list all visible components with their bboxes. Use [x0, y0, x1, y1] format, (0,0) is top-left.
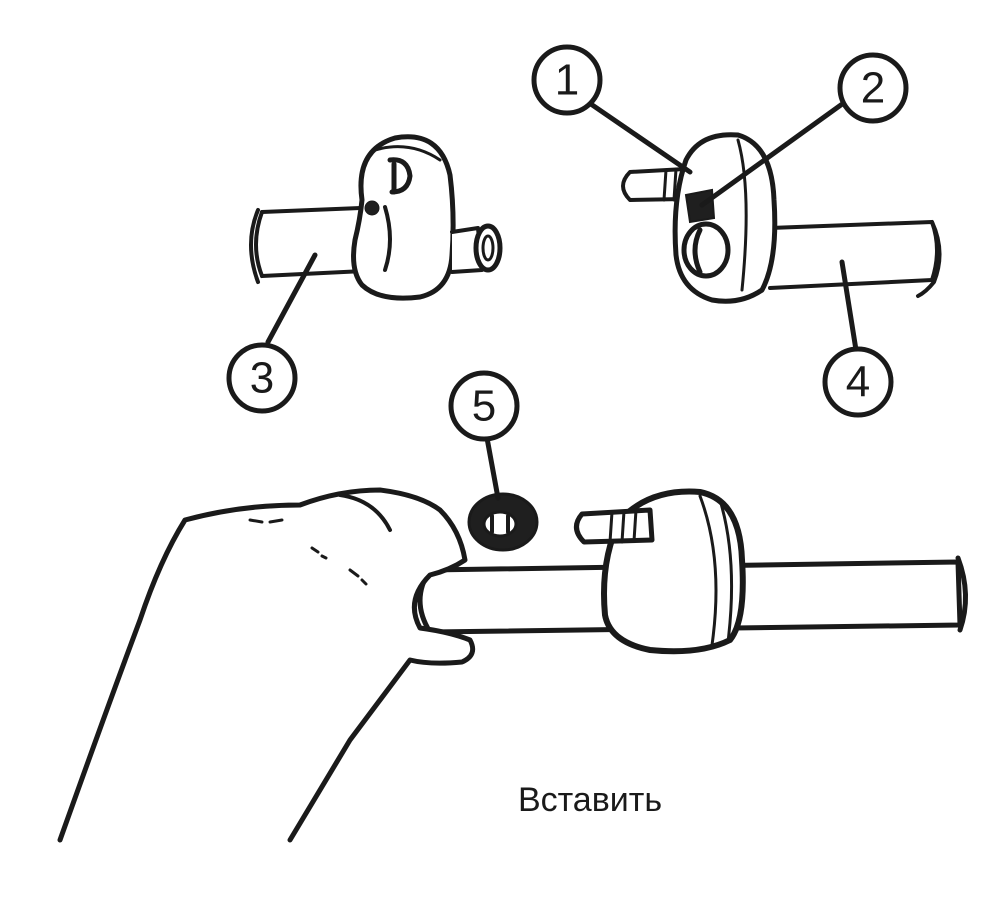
callout-1-label: 1	[555, 56, 579, 105]
callout-2: 2	[837, 52, 909, 124]
hand-insertion-scene	[57, 487, 969, 843]
callout-3-label: 3	[250, 354, 274, 403]
callout-3: 3	[226, 342, 298, 414]
callout-5: 5	[448, 370, 520, 442]
caption-insert: Вставить	[518, 781, 662, 819]
callout-5-label: 5	[472, 382, 496, 431]
callout-2-label: 2	[861, 64, 885, 113]
callout-4-label: 4	[846, 358, 870, 407]
rod-3-with-connector	[249, 134, 503, 301]
callout-4: 4	[822, 346, 894, 418]
leader-lines	[265, 97, 859, 501]
callout-1: 1	[531, 44, 603, 116]
rod-4-with-connector	[621, 132, 942, 304]
